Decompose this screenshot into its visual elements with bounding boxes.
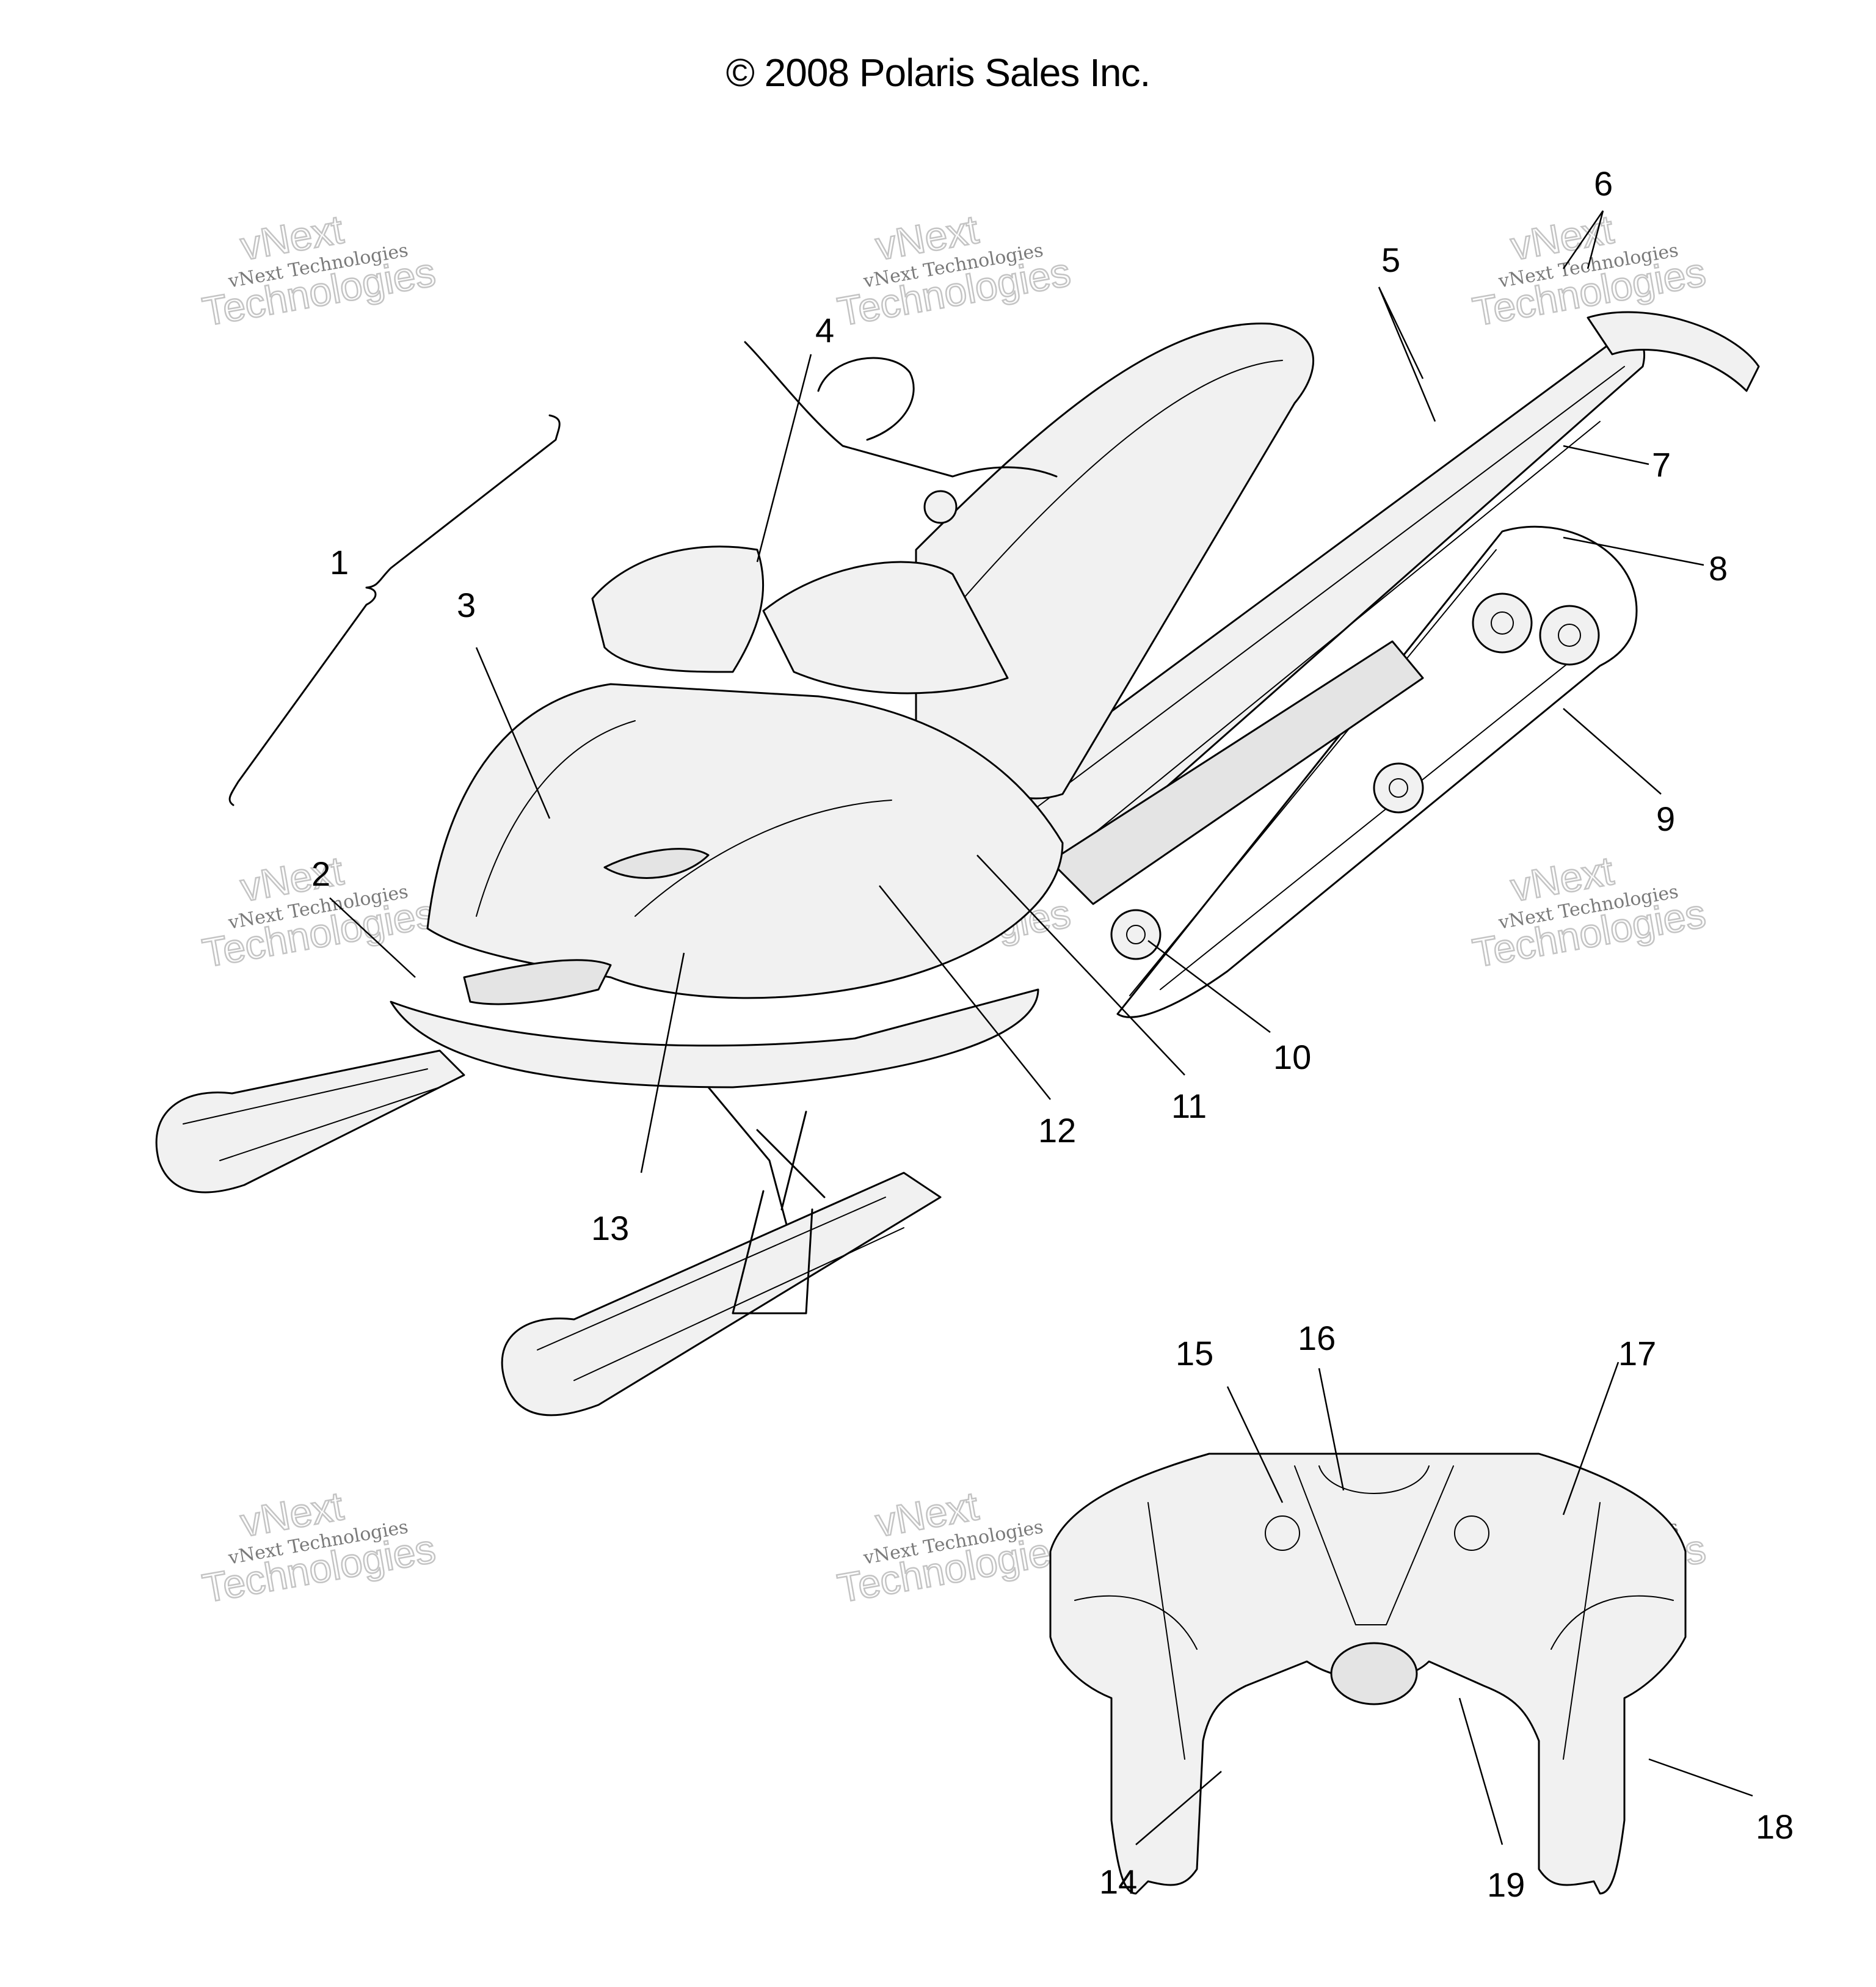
watermark: vNext vNext Technologies Technologies	[834, 1482, 1075, 1611]
snowmobile-illustration	[155, 311, 1760, 1416]
callout-15: 15	[1176, 1334, 1213, 1373]
watermark: vNext vNext Technologies Technologies	[1469, 205, 1710, 335]
idler-wheel	[1472, 592, 1533, 654]
hood-vent	[603, 848, 710, 879]
ski-right	[501, 1172, 942, 1416]
watermark: vNext vNext Technologies Technologies	[1469, 847, 1710, 976]
callout-11: 11	[1171, 1087, 1207, 1125]
callout-labels: 1 2 3 4 5 6 7 8 9 10 11 12 13 14 15 16 1…	[311, 164, 1794, 1904]
callout-7: 7	[1652, 445, 1671, 484]
callout-5: 5	[1381, 241, 1400, 279]
callout-9: 9	[1656, 800, 1675, 838]
callout-13: 13	[591, 1209, 629, 1247]
windshield	[591, 545, 765, 673]
handlebar	[744, 341, 1058, 478]
callout-3: 3	[457, 586, 476, 624]
callout-8: 8	[1709, 549, 1728, 588]
belly-pan	[390, 988, 1039, 1088]
watermark: vNext vNext Technologies Technologies	[834, 205, 1075, 335]
callout-14: 14	[1099, 1862, 1137, 1901]
leader-lines	[329, 210, 1753, 1845]
callout-16: 16	[1298, 1319, 1336, 1357]
callout-2: 2	[311, 855, 330, 893]
headlight	[463, 959, 612, 1005]
console	[762, 561, 1009, 695]
callout-10: 10	[1273, 1038, 1311, 1076]
callout-19: 19	[1487, 1865, 1525, 1904]
front-suspension	[707, 1086, 826, 1253]
copyright-notice: © 2008 Polaris Sales Inc.	[725, 51, 1151, 95]
bogie-wheel	[1373, 762, 1424, 814]
rear-track	[1116, 525, 1638, 1018]
callout-17: 17	[1618, 1334, 1656, 1373]
ski-left	[155, 1049, 465, 1194]
watermark: vNext vNext Technologies Technologies	[198, 1482, 440, 1611]
hood-underside-opening	[1330, 1642, 1418, 1705]
running-board	[1049, 640, 1424, 905]
snow-flap	[1587, 311, 1760, 392]
callout-12: 12	[1038, 1111, 1076, 1150]
hood-underside-inset	[1049, 1453, 1687, 1895]
watermark: vNext vNext Technologies Technologies	[198, 205, 440, 335]
callout-1: 1	[330, 543, 349, 582]
callout-4: 4	[815, 311, 834, 349]
idler-wheel	[1539, 605, 1600, 666]
callout-6: 6	[1594, 164, 1613, 203]
mirror-loop	[817, 357, 915, 441]
group-bracket	[228, 414, 561, 806]
callout-18: 18	[1756, 1807, 1794, 1846]
gas-cap	[923, 490, 958, 524]
bogie-wheel	[1110, 909, 1162, 960]
